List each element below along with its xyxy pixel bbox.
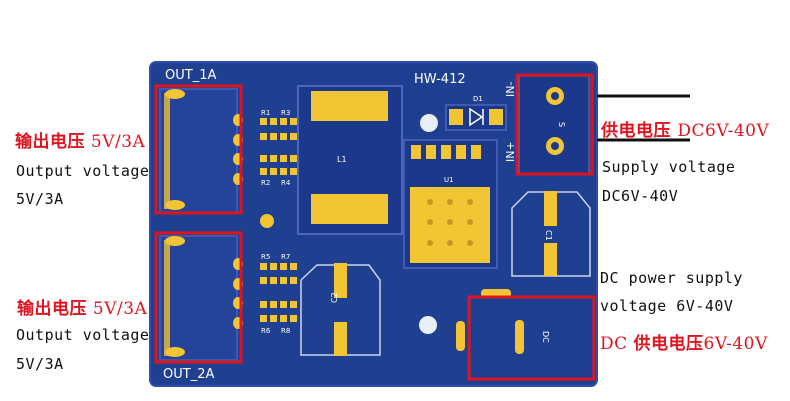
highlight-out1 [154,84,243,215]
out1-voltage-en-line1: Output voltage [16,162,150,180]
silk-r2: R2 [261,179,270,187]
silk-r6: R6 [261,327,271,335]
dc-jack [456,289,592,380]
model-silkscreen: HW-412 [414,72,466,87]
usb-port-out2 [159,235,243,361]
supply-voltage-en-line1: Supply voltage [602,158,736,176]
capacitor-c2 [300,263,381,356]
usb-port-out1 [159,88,243,214]
inductor-l1 [297,85,403,235]
ic-u1 [403,139,498,269]
silk-r4: R4 [281,179,291,187]
silk-r1: R1 [261,109,270,117]
silk-l1: L1 [337,155,347,164]
silk-r5: R5 [261,253,270,261]
capacitor-c1 [511,191,591,277]
silk-c2: C2 [330,292,339,303]
screw-terminal [518,75,590,175]
out2-cn-value: 5V/3A [87,299,148,319]
out1-voltage-en-line2: 5V/3A [16,190,64,208]
silk-s: S [557,122,566,127]
dc-supply-en-line2: voltage 6V-40V [600,297,734,315]
out2-voltage-en-line1: Output voltage [16,326,150,344]
silk-r7: R7 [281,253,290,261]
out1-silkscreen: OUT_1A [165,68,216,83]
out2-cn-text: 输出电压 [17,299,87,319]
mounting-hole-bottom [419,316,437,334]
silk-dc: DC [541,331,550,343]
supply-voltage-cn-label: 供电电压 DC6V-40V [601,116,769,141]
resistor-pads-top [260,118,297,175]
out1-cn-value: 5V/3A [85,132,146,152]
mounting-hole-top [420,114,438,132]
in-plus-silkscreen: IN+ [504,141,517,162]
in-minus-silkscreen: IN- [504,82,517,97]
silk-r8: R8 [281,327,290,335]
silk-d1: D1 [473,95,483,103]
dc-cn-text: 供电电压 [633,334,704,354]
out1-cn-text: 输出电压 [15,132,85,152]
highlight-dc-jack [467,295,596,381]
dc-supply-en-line1: DC power supply [600,269,743,287]
supply-cn-text: 供电电压 [601,121,678,141]
supply-cn-value: DC6V-40V [677,121,770,141]
out2-voltage-cn-label: 输出电压 5V/3A [17,294,147,319]
highlight-out2 [154,231,243,364]
dc-supply-cn-label: DC 供电电压6V-40V [600,329,768,354]
dc-cn-value: 6V-40V [703,334,768,354]
highlight-supply-terminal [515,73,594,176]
silk-r3: R3 [281,109,290,117]
out1-voltage-cn-label: 输出电压 5V/3A [15,127,145,152]
silk-u1: U1 [444,176,454,184]
dc-cn-prefix: DC [600,334,634,354]
silk-c1: C1 [544,230,553,241]
diode-d1 [445,104,507,131]
resistor-pads-bottom [260,263,297,322]
supply-voltage-en-line2: DC6V-40V [602,187,679,205]
out2-voltage-en-line2: 5V/3A [16,355,64,373]
out2-silkscreen: OUT_2A [163,367,214,382]
